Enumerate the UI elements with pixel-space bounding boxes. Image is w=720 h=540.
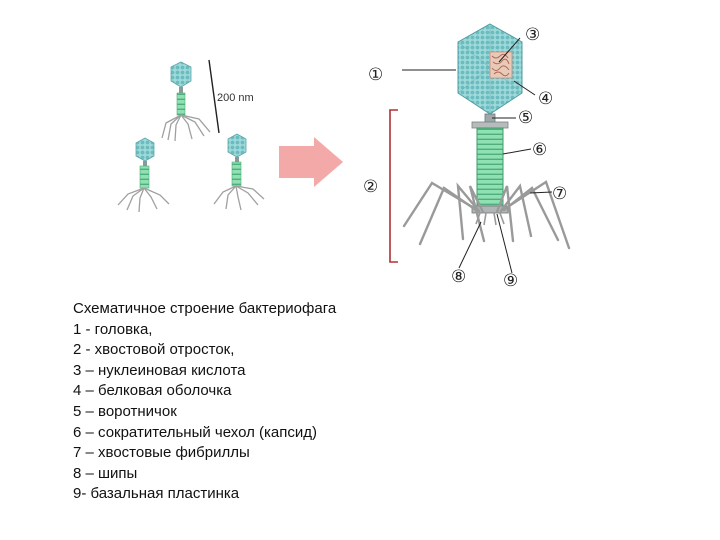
scale-bar: 200 nm bbox=[209, 60, 254, 133]
phage-collar bbox=[472, 114, 508, 128]
callout-7: ⑦ bbox=[552, 184, 567, 203]
callout-9: ⑨ bbox=[503, 271, 518, 290]
caption-item-7: 7 – хвостовые фибриллы bbox=[73, 443, 336, 464]
phage-head bbox=[458, 24, 522, 114]
caption-item-1: 1 - головка, bbox=[73, 320, 336, 341]
small-phage-right bbox=[214, 134, 264, 210]
callout-8: ⑧ bbox=[451, 267, 466, 286]
callout-4: ④ bbox=[538, 89, 553, 108]
caption-item-2: 2 - хвостовой отросток, bbox=[73, 340, 336, 361]
small-phage-left bbox=[118, 138, 169, 212]
caption: Схематичное строение бактериофага 1 - го… bbox=[73, 299, 336, 505]
callout-6: ⑥ bbox=[532, 140, 547, 159]
scale-bar-label: 200 nm bbox=[217, 92, 254, 104]
small-phage-top bbox=[162, 62, 210, 141]
caption-title: Схематичное строение бактериофага bbox=[73, 299, 336, 320]
large-phage bbox=[404, 24, 569, 248]
callout-2: ② bbox=[363, 177, 378, 196]
tail-bracket bbox=[390, 110, 398, 262]
caption-item-9: 9- базальная пластинка bbox=[73, 484, 336, 505]
phage-tail-sheath bbox=[477, 128, 503, 206]
callout-5: ⑤ bbox=[518, 108, 533, 127]
caption-item-4: 4 – белковая оболочка bbox=[73, 381, 336, 402]
transition-arrow bbox=[279, 137, 343, 187]
callout-1: ① bbox=[368, 65, 383, 84]
caption-item-6: 6 – сократительный чехол (капсид) bbox=[73, 423, 336, 444]
caption-item-5: 5 – воротничок bbox=[73, 402, 336, 423]
caption-item-3: 3 – нуклеиновая кислота bbox=[73, 361, 336, 382]
callout-3: ③ bbox=[525, 25, 540, 44]
caption-item-8: 8 – шипы bbox=[73, 464, 336, 485]
